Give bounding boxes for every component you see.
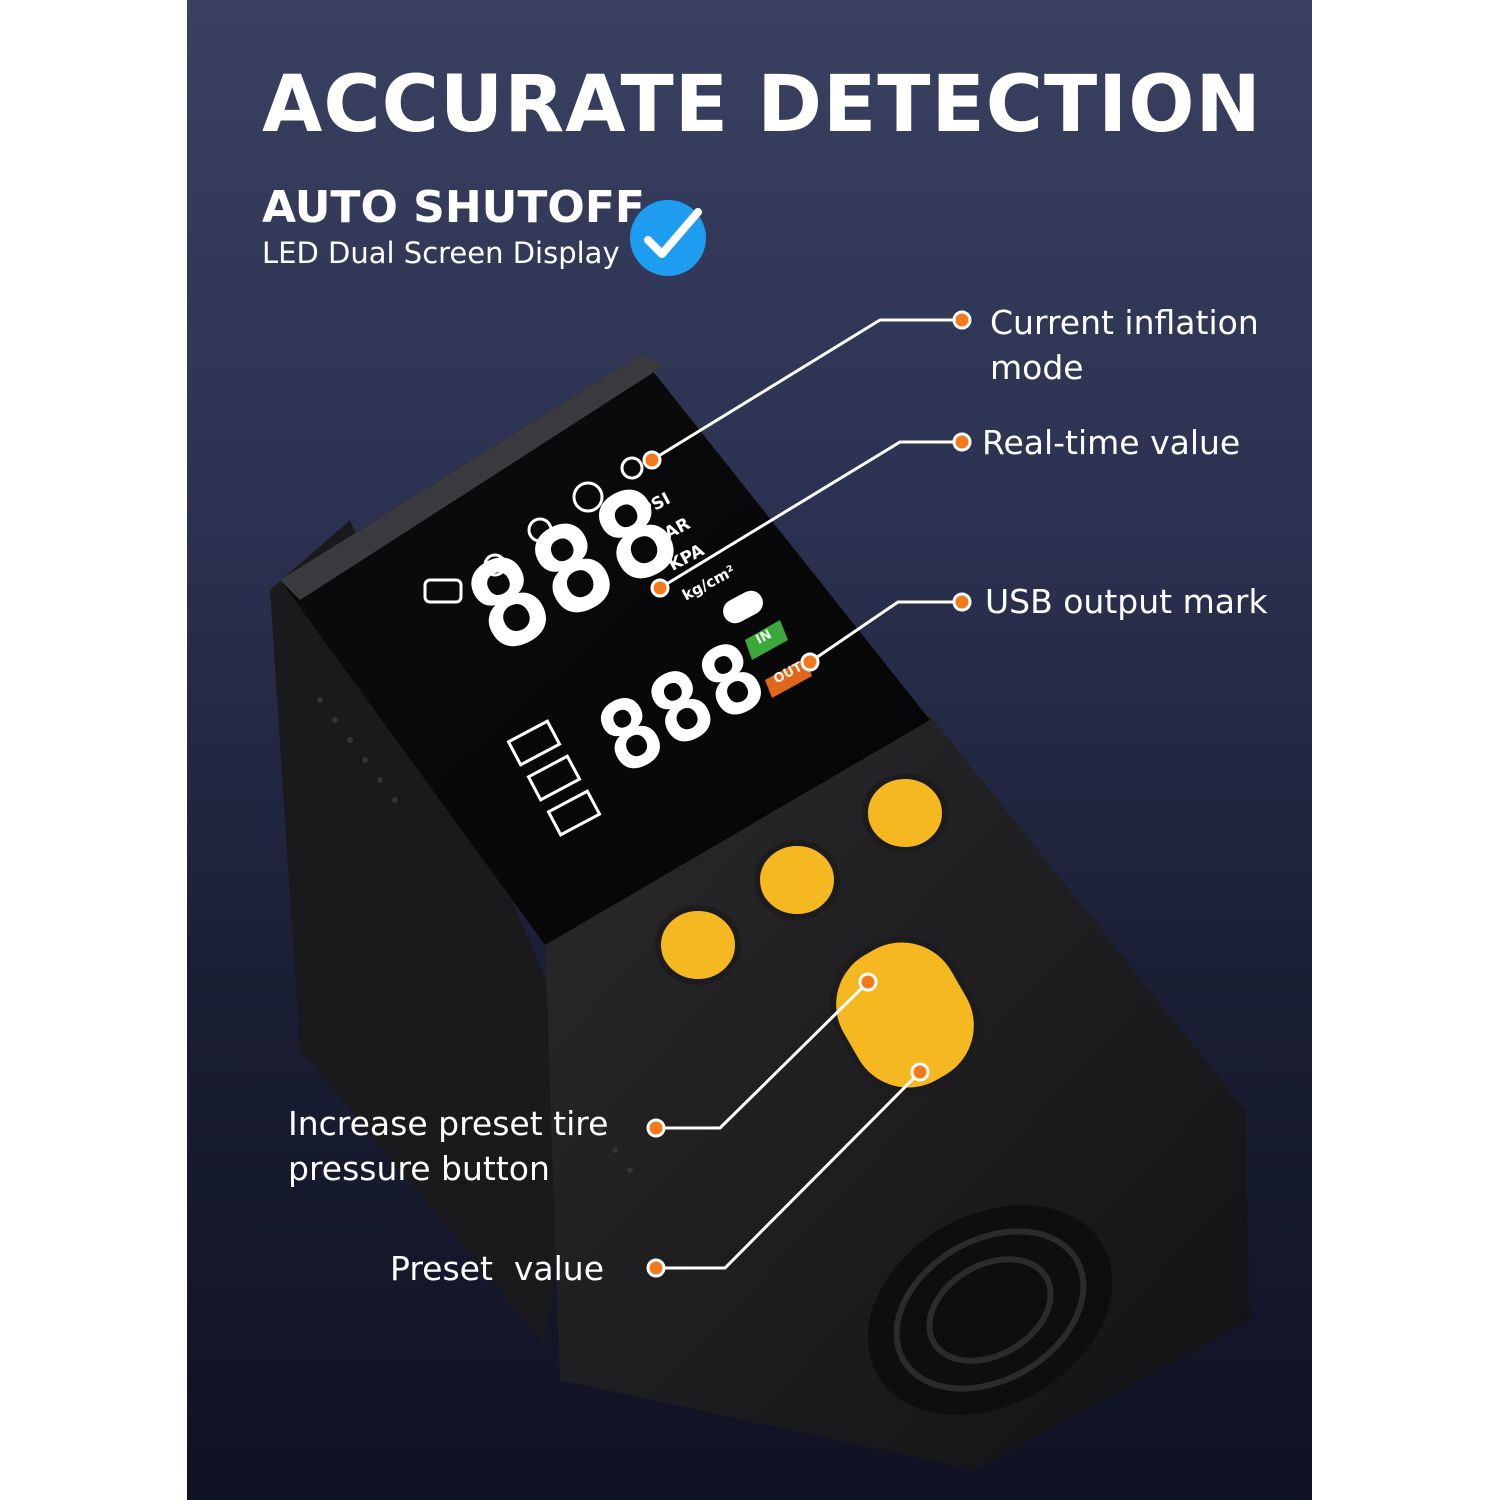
callout-realtime-value: Real-time value (982, 423, 1241, 462)
motorcycle-icon (483, 553, 507, 577)
device-top-edge (280, 355, 665, 600)
headline: ACCURATE DETECTION (262, 60, 1262, 150)
ball-icon (572, 481, 604, 513)
bicycle-icon (527, 517, 553, 543)
callout-preset-value: Preset value (390, 1249, 605, 1288)
power-button (754, 840, 840, 920)
callout-lines (651, 318, 962, 1270)
car-icon (423, 578, 463, 604)
feature-caption: LED Dual Screen Display (262, 236, 620, 270)
custom-mode-icon (620, 456, 644, 480)
out-mark-shape (765, 658, 812, 698)
feature-title: AUTO SHUTOFF (262, 182, 645, 233)
light-indicator (723, 590, 763, 624)
side-vents (317, 697, 633, 1173)
callout-inflation-mode: Current inflation mode (990, 303, 1259, 387)
mode-icons (423, 456, 644, 604)
callout-increase-button: Increase preset tire pressure button (288, 1104, 609, 1188)
callout-usb-output: USB output mark (985, 582, 1268, 621)
device-side-face (270, 520, 580, 1345)
mode-button (862, 773, 948, 853)
callout-dots (642, 310, 972, 1278)
in-mark-shape (745, 620, 788, 660)
fan-grill (867, 1205, 1113, 1415)
check-badge-icon (630, 200, 706, 276)
battery-icons (506, 719, 602, 837)
light-button (655, 905, 741, 985)
